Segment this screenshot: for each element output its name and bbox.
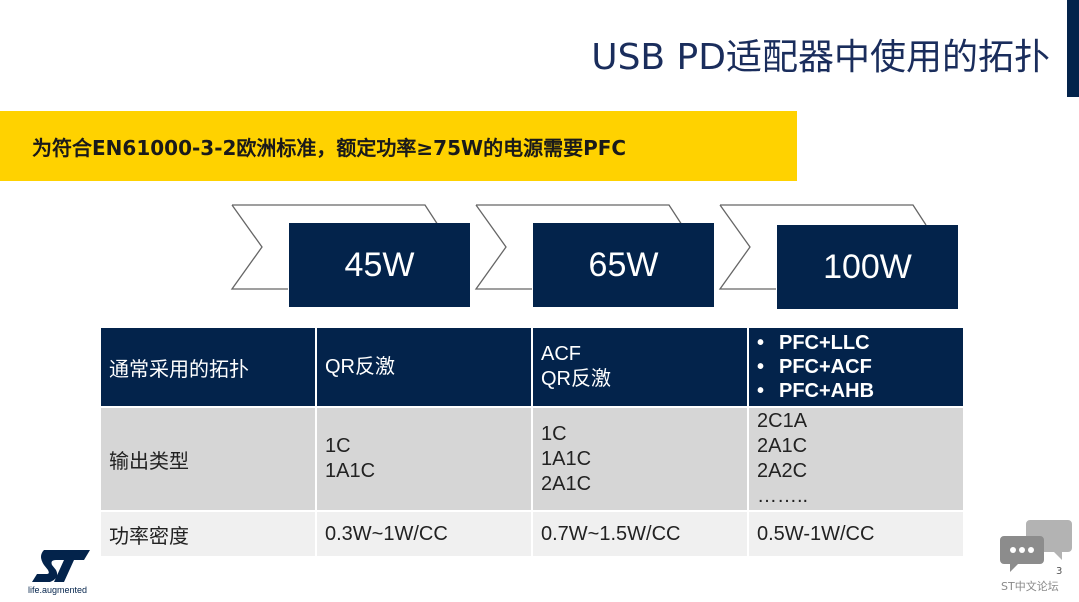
row-label: 功率密度: [99, 510, 317, 558]
table-cell: 0.5W-1W/CC: [747, 510, 965, 558]
cell-line: 1A1C: [325, 460, 376, 482]
cell-line: 2A1C: [541, 472, 592, 495]
table-cell: 0.3W~1W/CC: [315, 510, 533, 558]
row-label: 通常采用的拓扑: [99, 326, 317, 408]
list-item: PFC+AHB: [757, 379, 963, 403]
cell-line: 1C: [541, 422, 567, 445]
list-item: PFC+LLC: [757, 331, 963, 355]
cell-line: ACF: [541, 343, 581, 365]
cell-line: QR反激: [325, 355, 395, 378]
table-cell: 2C1A 2A1C 2A2C ……..: [747, 406, 965, 512]
cell-line: 2A1C: [757, 435, 808, 457]
cell-line: 2C1A: [757, 410, 808, 432]
chevron-arrow-icon: [230, 204, 439, 290]
list-item: PFC+ACF: [757, 355, 963, 379]
table-cell: QR反激: [315, 326, 533, 408]
logo-tagline: life.augmented: [28, 585, 88, 595]
topology-bullet-list: PFC+LLC PFC+ACF PFC+AHB: [757, 331, 963, 403]
st-logo-icon: [32, 550, 90, 582]
table-cell: PFC+LLC PFC+ACF PFC+AHB: [747, 326, 965, 408]
topology-table: 通常采用的拓扑 QR反激 ACF QR反激 PFC+LLC PFC+ACF PF…: [99, 326, 965, 558]
cell-line: ……..: [757, 485, 809, 507]
cell-line: QR反激: [541, 368, 611, 390]
table-cell: 0.7W~1.5W/CC: [531, 510, 749, 558]
table-cell: 1C 1A1C 2A1C: [531, 406, 749, 512]
title-accent-bar: [1067, 0, 1079, 97]
cell-line: 1C: [325, 435, 351, 457]
forum-watermark: ST中文论坛: [1001, 580, 1059, 593]
chevron-arrow-icon: [474, 204, 683, 290]
chevron-arrow-icon: [718, 204, 927, 290]
banner-text: 为符合EN61000-3-2欧洲标准，额定功率≥75W的电源需要PFC: [32, 136, 627, 160]
table-cell: 1C 1A1C: [315, 406, 533, 512]
table-row: 功率密度 0.3W~1W/CC 0.7W~1.5W/CC 0.5W-1W/CC: [99, 510, 965, 558]
power-box-65w: 65W: [533, 223, 714, 307]
power-box-100w: 100W: [777, 225, 958, 309]
table-cell: ACF QR反激: [531, 326, 749, 408]
page-number: 3: [1056, 566, 1063, 577]
power-box-45w: 45W: [289, 223, 470, 307]
page-title: USB PD适配器中使用的拓扑: [591, 37, 1050, 78]
cell-line: 2A2C: [757, 460, 808, 482]
cell-line: 1A1C: [541, 447, 592, 470]
row-label: 输出类型: [99, 406, 317, 512]
chat-bubble-icon: [1000, 520, 1072, 572]
yellow-banner: [0, 111, 797, 181]
table-row: 输出类型 1C 1A1C 1C 1A1C 2A1C 2C1A 2A1C 2A2C…: [99, 406, 965, 512]
table-row: 通常采用的拓扑 QR反激 ACF QR反激 PFC+LLC PFC+ACF PF…: [99, 326, 965, 408]
